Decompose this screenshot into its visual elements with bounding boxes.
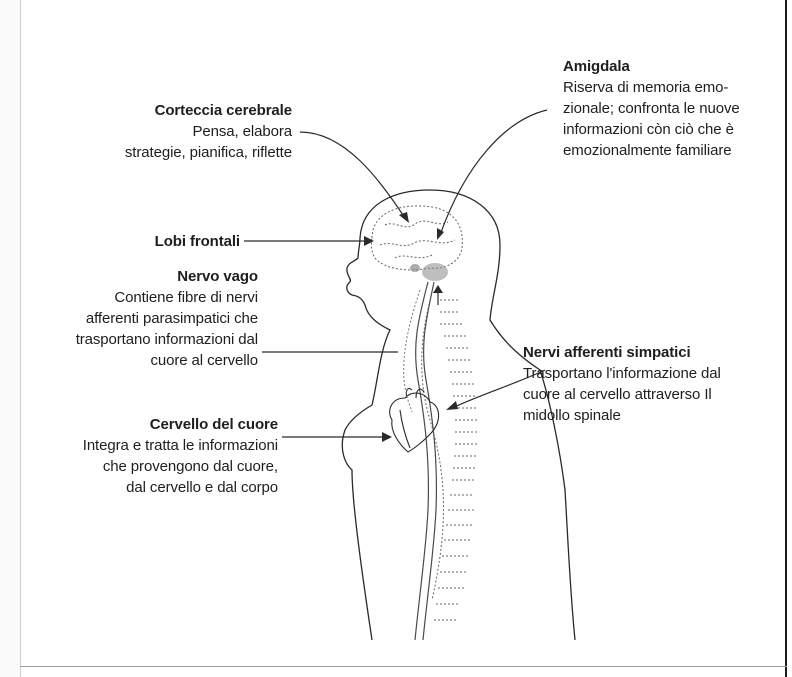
cuore-title: Cervello del cuore — [30, 414, 278, 435]
heart — [390, 388, 439, 452]
label-corteccia: Corteccia cerebrale Pensa, elabora strat… — [70, 100, 292, 163]
simpatici-line-2: cuore al cervello attraverso Il — [523, 384, 773, 405]
label-amigdala: Amigdala Riserva di memoria emo- zionale… — [563, 56, 783, 161]
label-nervo-vago: Nervo vago Contiene fibre di nervi affer… — [40, 266, 258, 371]
label-cervello-del-cuore: Cervello del cuore Integra e tratta le i… — [30, 414, 278, 498]
amigdala-title: Amigdala — [563, 56, 783, 77]
amigdala-line-3: informazioni còn ciò che è — [563, 119, 783, 140]
vago-line-3: trasportano informazioni dal — [40, 329, 258, 350]
brain-stem — [410, 263, 448, 281]
cuore-line-3: dal cervello e dal corpo — [30, 477, 278, 498]
amigdala-line-1: Riserva di memoria emo- — [563, 77, 783, 98]
corteccia-line-1: Pensa, elabora — [70, 121, 292, 142]
corteccia-line-2: strategie, pianifica, riflette — [70, 142, 292, 163]
lobi-title: Lobi frontali — [90, 231, 240, 252]
spinal-cord — [415, 282, 436, 640]
simpatici-title: Nervi afferenti simpatici — [523, 342, 773, 363]
label-lobi-frontali: Lobi frontali — [90, 231, 240, 252]
label-nervi-afferenti-simpatici: Nervi afferenti simpatici Trasportano l'… — [523, 342, 773, 426]
cuore-line-2: che provengono dal cuore, — [30, 456, 278, 477]
corteccia-title: Corteccia cerebrale — [70, 100, 292, 121]
vago-line-1: Contiene fibre di nervi — [40, 287, 258, 308]
vago-title: Nervo vago — [40, 266, 258, 287]
amigdala-line-2: zionale; confronta le nuove — [563, 98, 783, 119]
simpatici-line-1: Trasportano l'informazione dal — [523, 363, 773, 384]
vago-line-2: afferenti parasimpatici che — [40, 308, 258, 329]
simpatici-line-3: midollo spinale — [523, 405, 773, 426]
cuore-line-1: Integra e tratta le informazioni — [30, 435, 278, 456]
vago-line-4: cuore al cervello — [40, 350, 258, 371]
amigdala-line-4: emozionalmente familiare — [563, 140, 783, 161]
brain — [371, 206, 462, 270]
